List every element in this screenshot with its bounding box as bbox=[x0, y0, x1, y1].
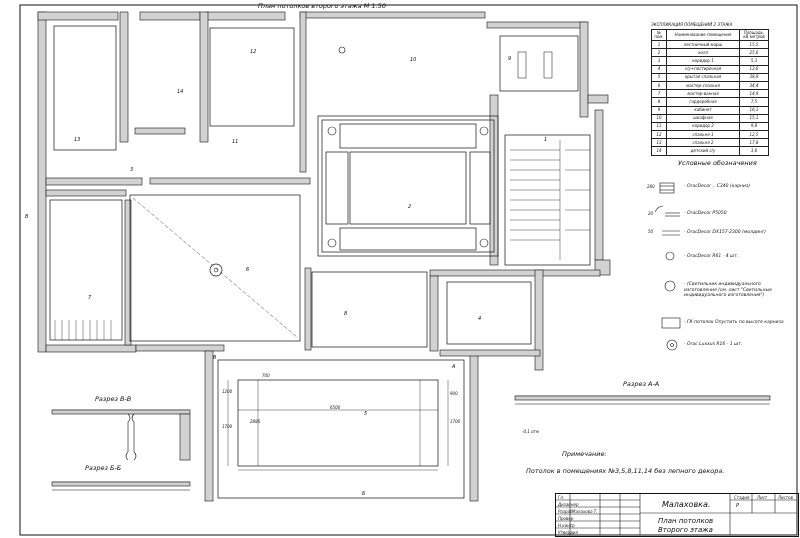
chandelier-symbol bbox=[209, 263, 223, 277]
tb-role-1: Дизайнер bbox=[558, 502, 579, 507]
tb-role-0: Гл. bbox=[558, 495, 565, 500]
room-label-14: 14 bbox=[177, 89, 184, 95]
tb-role-2: Разраб bbox=[558, 509, 573, 514]
dim-hall-top: 700 bbox=[262, 373, 270, 378]
legend-symbols bbox=[654, 182, 681, 351]
hall-lamps bbox=[327, 126, 489, 248]
dim-hall-height: 2880 bbox=[250, 419, 261, 424]
room-label-6: 6 bbox=[246, 267, 250, 273]
room-label-2: 2 bbox=[408, 204, 412, 210]
tb-sheet-name-2: Второго этажа bbox=[658, 526, 713, 534]
legend-mark-280: 280 bbox=[647, 184, 655, 189]
tb-stage: Р bbox=[736, 503, 740, 509]
tb-role-3: Провер bbox=[558, 516, 574, 521]
legend-item-r16: - Orac Luxxus R16 - 1 шт. bbox=[684, 342, 743, 347]
section-bb-title: Разрез Б-Б bbox=[85, 464, 122, 472]
legend-mark-50: 50 bbox=[648, 229, 654, 234]
dim-hall-a: 1200 bbox=[222, 389, 233, 394]
explication-header-name: Наименование помещения bbox=[666, 29, 740, 41]
tb-sheets-header: Листов bbox=[778, 495, 793, 500]
room-label-8: 8 bbox=[344, 311, 348, 317]
legend-mark-20: 20 bbox=[648, 211, 654, 216]
legend-item-custom-lamp: - (Светильник индивидуального изготовлен… bbox=[684, 282, 772, 298]
legend-item-cornice: - OracDecor .. С340 (карниз) bbox=[684, 184, 750, 189]
tb-role-5: Утвердил bbox=[558, 530, 579, 535]
dim-hall-right-b: 900 bbox=[450, 391, 458, 396]
title-block: Гл. Дизайнер Разраб Провер Н.контр Утвер… bbox=[555, 493, 799, 537]
axis-mark: В bbox=[25, 214, 29, 220]
room-label-7: 7 bbox=[88, 295, 92, 301]
section-bb bbox=[51, 481, 191, 491]
tb-sheet-header: Лист bbox=[757, 495, 768, 500]
legend-item-gk-ceiling: - ГК потолок Опустить по высоте карниза bbox=[684, 320, 784, 325]
plan-title: План потолков второго этажа М 1:50 bbox=[258, 2, 386, 10]
room-label-3: 3 bbox=[130, 167, 134, 173]
title-block-lines bbox=[555, 493, 797, 535]
section-vv-title: Разрез В-В bbox=[95, 395, 132, 403]
section-mark-v: В bbox=[213, 355, 217, 361]
section-aa-title: Разрез А-А bbox=[623, 380, 660, 388]
walls bbox=[37, 11, 611, 502]
room-10-lamp bbox=[338, 46, 346, 54]
note-text: Потолок в помещениях №3,5,8,11,14 без ле… bbox=[526, 467, 725, 475]
explication-header-num: № пом. bbox=[651, 29, 667, 41]
legend-item-p5050: - OracDecor Р5050 bbox=[684, 211, 727, 216]
tb-role-4: Н.контр bbox=[558, 523, 575, 528]
office-fixtures bbox=[517, 51, 553, 79]
explication-caption: ЭКСПЛИКАЦИЯ ПОМЕЩЕНИЙ 2 ЭТАЖА bbox=[651, 22, 733, 27]
room-label-10: 10 bbox=[410, 57, 417, 63]
room-label-5: 5 bbox=[364, 411, 368, 417]
room-outlines bbox=[49, 25, 591, 499]
room-label-12: 12 bbox=[250, 49, 257, 55]
dim-hall-b: 1700 bbox=[222, 424, 233, 429]
room-label-11: 11 bbox=[232, 139, 239, 145]
room-label-1: 1 bbox=[544, 137, 548, 143]
room-label-4: 4 bbox=[478, 316, 482, 322]
room-label-13: 13 bbox=[74, 137, 81, 143]
note-title: Примечание: bbox=[562, 450, 607, 458]
legend-title: Условные обозначения bbox=[678, 159, 757, 167]
section-aa-level: -0,1 отм bbox=[522, 429, 539, 434]
tb-author: Малахова Т. bbox=[572, 509, 598, 514]
dim-hall-right: 1700 bbox=[450, 419, 461, 424]
dimension-lines bbox=[227, 380, 449, 471]
staircase-treads bbox=[510, 140, 590, 260]
explication-header-area: Площадь, кВ метров bbox=[739, 29, 769, 41]
tb-project: Малаховка. bbox=[662, 500, 711, 509]
room-label-9: 9 bbox=[508, 56, 512, 62]
section-mark-a: А bbox=[452, 364, 456, 370]
explication-table: ЭКСПЛИКАЦИЯ ПОМЕЩЕНИЙ 2 ЭТАЖА № пом. Наи… bbox=[651, 22, 769, 156]
dim-hall-width: 6500 bbox=[330, 405, 341, 410]
legend-item-molding: - OracDecor DX157-2300 (молдинг) bbox=[684, 230, 766, 235]
bathroom-hatching bbox=[54, 320, 112, 340]
tb-stage-header: Стадия bbox=[734, 495, 750, 500]
section-mark-b: Б bbox=[362, 491, 366, 497]
tb-sheet-name-1: План потолков bbox=[658, 517, 714, 525]
section-vv bbox=[51, 409, 191, 461]
section-aa bbox=[514, 395, 771, 405]
legend-item-r61: - OracDecor R61 - 4 шт. bbox=[684, 254, 739, 259]
